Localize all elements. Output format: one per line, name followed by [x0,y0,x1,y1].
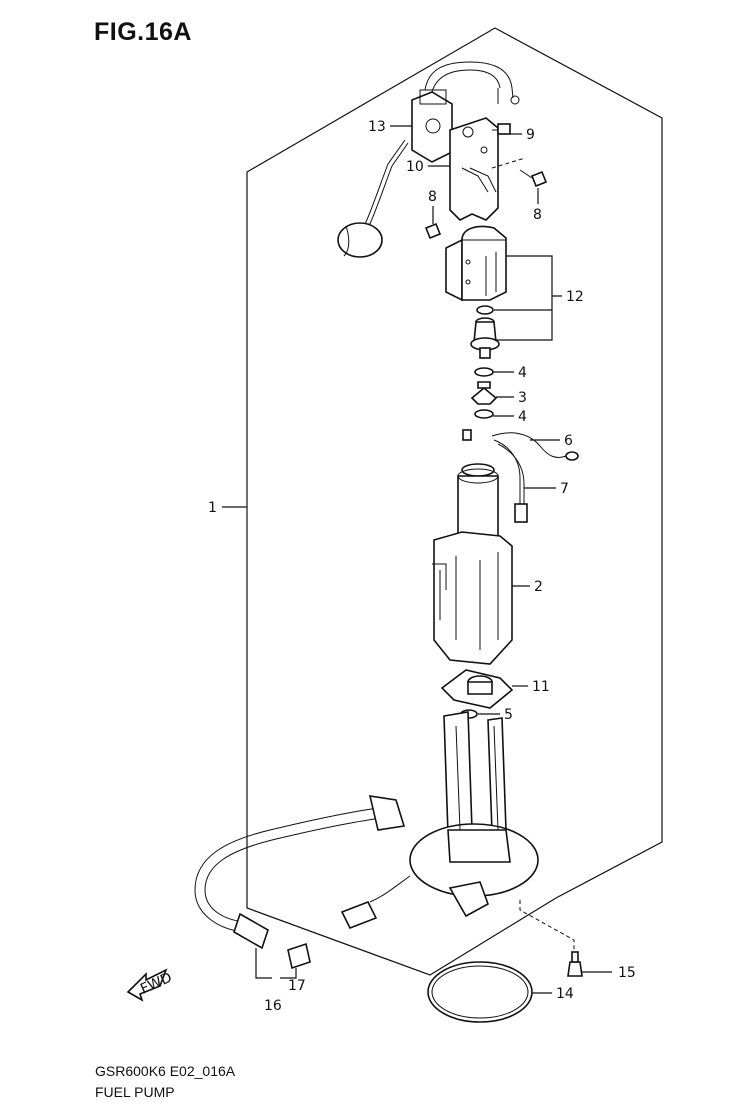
callout-4-lower: 4 [518,409,527,425]
hose-clip-17[interactable] [287,942,311,970]
o-ring-4-lower[interactable] [474,409,494,419]
diagram-code: GSR600K6 E02_016A [95,1063,236,1079]
callout-11: 11 [532,679,550,695]
bolt-15[interactable] [567,951,583,977]
diagram-name: FUEL PUMP [95,1084,175,1100]
filter-3[interactable] [470,381,498,405]
fwd-label: FWD [138,970,174,998]
callout-8-left: 8 [428,189,437,205]
forward-arrow-icon: FWD [126,968,174,1002]
filter-cover-11[interactable] [440,669,514,709]
figure-title: FIG.16A [94,18,192,46]
hidden-line-15 [519,900,575,950]
screw-8-right[interactable] [519,169,548,188]
bracket-17 [280,968,297,979]
callout-2: 2 [534,579,543,595]
sender-bracket-10[interactable] [449,117,499,221]
callout-7: 7 [560,481,569,497]
terminal-9[interactable] [492,123,511,135]
bracket-12 [494,255,562,341]
assembly-boundary [246,27,663,976]
lead-wire-7[interactable] [493,439,528,523]
fuel-level-sender-13[interactable] [337,89,453,258]
callout-6: 6 [564,433,573,449]
callout-14: 14 [556,986,574,1002]
callout-9: 9 [526,127,535,143]
hidden-line [491,157,526,169]
callout-12: 12 [566,289,584,305]
pump-base-plate[interactable] [409,711,539,918]
callout-4-upper: 4 [518,365,527,381]
gasket-14[interactable] [427,961,533,1023]
sender-wire-harness [424,61,520,105]
callout-16: 16 [264,998,282,1014]
callout-13: 13 [368,119,386,135]
pressure-regulator-12[interactable] [445,225,507,359]
callout-8-right: 8 [533,207,542,223]
callout-5: 5 [504,707,513,723]
callout-10: 10 [406,159,424,175]
pump-wiring-connector[interactable] [340,875,411,930]
screw-8-left[interactable] [424,222,442,240]
pump-holder-2[interactable] [432,531,513,665]
bracket-16 [255,948,272,979]
callout-3: 3 [518,390,527,406]
callout-17: 17 [288,978,306,994]
callout-15: 15 [618,965,636,981]
fuel-hose-16[interactable] [194,795,406,950]
callout-1: 1 [208,500,217,516]
fuel-pump-motor[interactable] [457,463,499,541]
lead-wire-6[interactable] [462,429,579,461]
o-ring-4-upper[interactable] [474,367,494,377]
